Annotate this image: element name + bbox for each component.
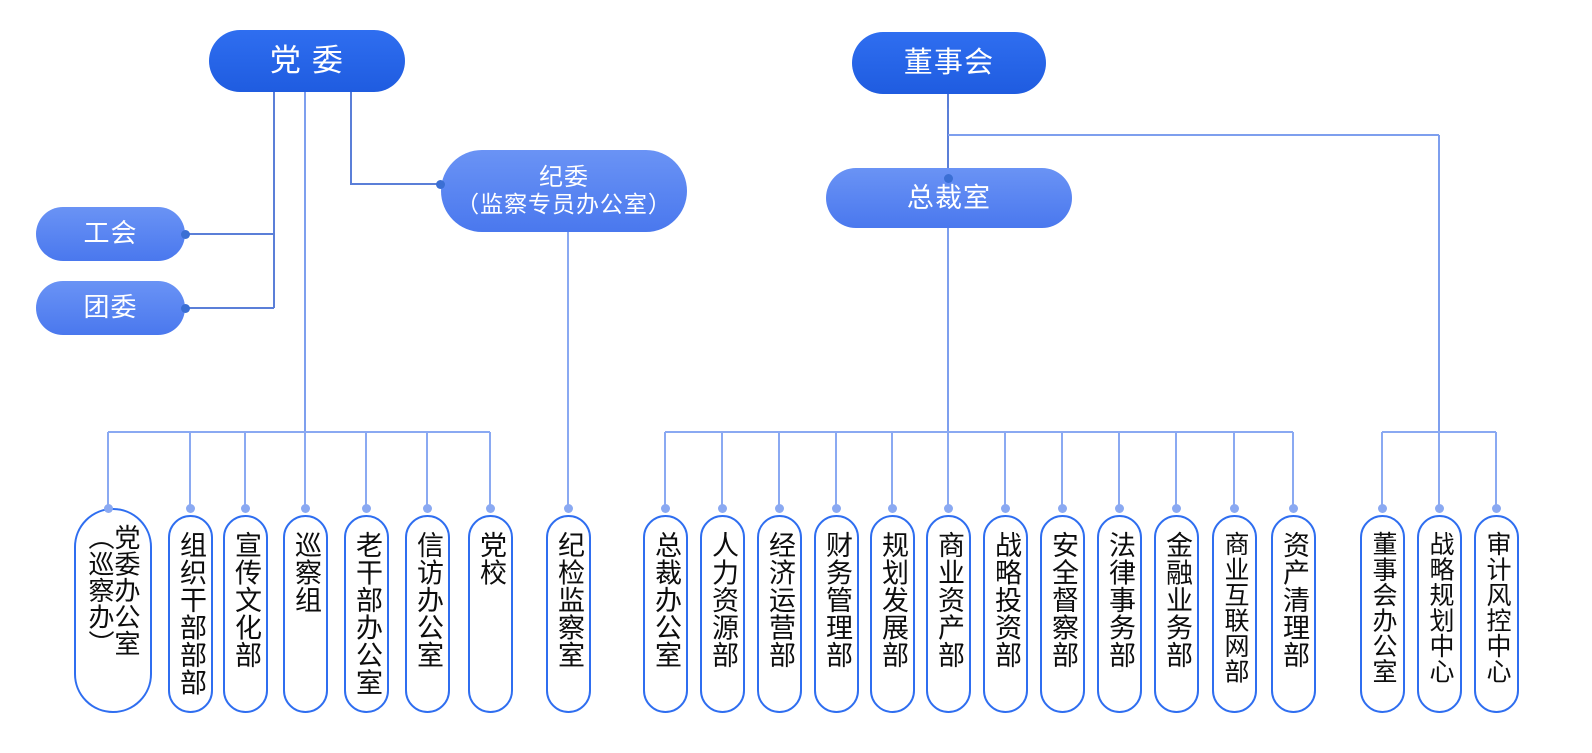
dept-label: 人力资源部 [708, 531, 738, 669]
dept-capsule-party-3[interactable]: 巡察组 [283, 515, 328, 713]
connector-dot-dept [1289, 504, 1298, 513]
dept-capsule-president-1[interactable]: 人力资源部 [700, 515, 745, 713]
dept-label: 战略规划中心 [1426, 531, 1454, 684]
dept-label: 宣传文化部 [231, 531, 261, 669]
dept-label: 党委办公室 [111, 524, 141, 657]
dept-capsule-discipline-0[interactable]: 纪检监察室 [546, 515, 591, 713]
dept-capsule-board-0[interactable]: 董事会办公室 [1360, 515, 1405, 713]
connector-dot-dept [104, 504, 113, 513]
dept-capsule-president-0[interactable]: 总裁办公室 [643, 515, 688, 713]
connector-dot-dept [1492, 504, 1501, 513]
connector-dot-dept [564, 504, 573, 513]
dept-label: 规划发展部 [878, 531, 908, 669]
dept-label: 法律事务部 [1105, 531, 1135, 669]
dept-label: 党校 [476, 531, 506, 587]
dept-capsule-party-4[interactable]: 老干部办公室 [344, 515, 389, 713]
dept-label: 安全督察部 [1048, 531, 1078, 669]
node-party-committee[interactable]: 党 委 [209, 30, 405, 92]
connector-dot-dept [301, 504, 310, 513]
dept-label-sub: （巡察办） [85, 524, 115, 657]
dept-capsule-party-5[interactable]: 信访办公室 [405, 515, 450, 713]
dept-capsule-party-1[interactable]: 组织干部部部 [168, 515, 213, 713]
dept-capsule-president-2[interactable]: 经济运营部 [757, 515, 802, 713]
connector-dot-dept [1435, 504, 1444, 513]
node-discipline-committee-label-line1: 纪委 [539, 163, 589, 191]
connector-dot-dept [944, 504, 953, 513]
node-party-committee-label: 党 委 [269, 42, 345, 78]
node-discipline-committee[interactable]: 纪委 （监察专员办公室） [441, 150, 687, 232]
dept-label: 商业互联网部 [1221, 531, 1249, 684]
node-union-label: 工会 [83, 218, 138, 249]
dept-label: 经济运营部 [765, 531, 795, 669]
node-youth-league-label: 团委 [83, 292, 138, 323]
dept-label: 信访办公室 [413, 531, 443, 669]
dept-label: 审计风控中心 [1483, 531, 1511, 684]
dept-capsule-president-9[interactable]: 金融业务部 [1154, 515, 1199, 713]
dept-capsule-president-6[interactable]: 战略投资部 [983, 515, 1028, 713]
connector-dot-dept [1172, 504, 1181, 513]
dept-label: 组织干部部部 [176, 531, 206, 697]
connector-dot-dept [423, 504, 432, 513]
dept-label: 财务管理部 [822, 531, 852, 669]
connector-dot-dept [241, 504, 250, 513]
dept-label: 老干部办公室 [352, 531, 382, 697]
dept-capsule-president-5[interactable]: 商业资产部 [926, 515, 971, 713]
node-discipline-committee-label-line2: （监察专员办公室） [456, 190, 672, 217]
node-youth-league[interactable]: 团委 [36, 281, 185, 335]
connector-dot-union [181, 230, 190, 239]
dept-label: 资产清理部 [1279, 531, 1309, 669]
node-president-office-label: 总裁室 [906, 182, 992, 213]
connector-dot-dept [888, 504, 897, 513]
connector-dot-dept [661, 504, 670, 513]
connector-dot-dept [775, 504, 784, 513]
dept-label: 纪检监察室 [554, 531, 584, 669]
dept-capsule-board-2[interactable]: 审计风控中心 [1474, 515, 1519, 713]
dept-capsule-president-8[interactable]: 法律事务部 [1097, 515, 1142, 713]
connector-dot-dept [1378, 504, 1387, 513]
node-union[interactable]: 工会 [36, 207, 185, 261]
dept-capsule-party-6[interactable]: 党校 [468, 515, 513, 713]
dept-label: 商业资产部 [934, 531, 964, 669]
dept-capsule-president-7[interactable]: 安全督察部 [1040, 515, 1085, 713]
dept-capsule-president-11[interactable]: 资产清理部 [1271, 515, 1316, 713]
dept-capsule-board-1[interactable]: 战略规划中心 [1417, 515, 1462, 713]
dept-label: 巡察组 [291, 531, 321, 614]
connector-dot-youth-league [181, 304, 190, 313]
connector-dot-dept [1115, 504, 1124, 513]
connector-dot-dept [832, 504, 841, 513]
dept-capsule-president-3[interactable]: 财务管理部 [814, 515, 859, 713]
connector-dot-dept [186, 504, 195, 513]
dept-label: 总裁办公室 [651, 531, 681, 669]
node-board[interactable]: 董事会 [852, 32, 1046, 94]
dept-capsule-party-0[interactable]: 党委办公室 （巡察办） [74, 508, 152, 713]
connector-dot-dept [718, 504, 727, 513]
dept-capsule-president-4[interactable]: 规划发展部 [870, 515, 915, 713]
node-board-label: 董事会 [903, 46, 995, 79]
dept-capsule-president-10[interactable]: 商业互联网部 [1212, 515, 1257, 713]
connector-dot-dept [486, 504, 495, 513]
dept-label: 金融业务部 [1162, 531, 1192, 669]
connector-dot-dept [1058, 504, 1067, 513]
connector-dot-discipline [436, 180, 445, 189]
connector-dot-president-office [944, 174, 953, 183]
connector-dot-dept [362, 504, 371, 513]
dept-label: 董事会办公室 [1369, 531, 1397, 684]
connector-dot-dept [1001, 504, 1010, 513]
dept-label: 战略投资部 [991, 531, 1021, 669]
dept-capsule-party-2[interactable]: 宣传文化部 [223, 515, 268, 713]
connector-dot-dept [1230, 504, 1239, 513]
